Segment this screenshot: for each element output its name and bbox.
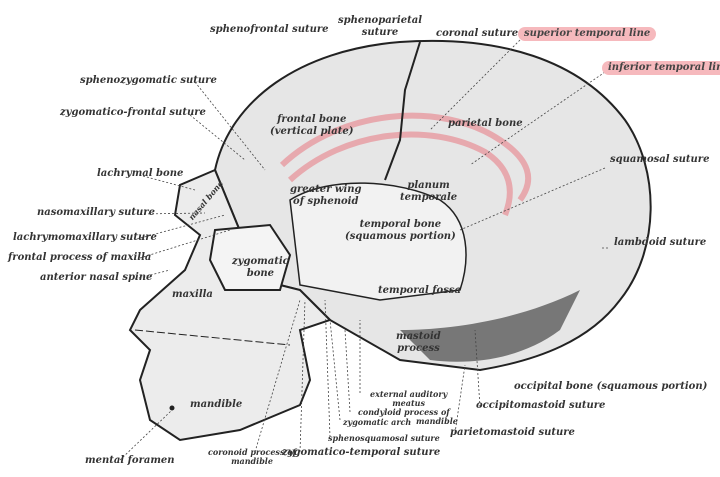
label-squamosal-suture: squamosal suture	[610, 154, 710, 165]
zygomatic-bone	[208, 223, 292, 291]
label-line: suture	[361, 27, 399, 38]
label-anterior-nasal-spine: anterior nasal spine	[40, 272, 153, 283]
label-line: planum	[407, 180, 450, 191]
label-coronal-suture: coronal suture	[436, 28, 519, 39]
temporal-squama	[289, 182, 467, 301]
label-line: bone	[246, 268, 274, 279]
label-line: sphenoparietal	[338, 15, 422, 26]
label-line: coronoid process of	[208, 447, 297, 457]
leader-lines	[119, 39, 608, 461]
coronal-suture	[384, 41, 421, 181]
label-line: of sphenoid	[293, 196, 359, 207]
label-line: condyloid process of	[358, 407, 450, 417]
label-inferior-temporal-line: inferior temporal line	[602, 61, 720, 75]
label-line: frontal bone	[277, 114, 347, 125]
label-line: zygomatic	[232, 256, 289, 267]
label-zygomatico-temporal-suture: zygomatico-temporal suture	[282, 447, 441, 458]
label-line: temporale	[400, 192, 458, 203]
mental-foramen-dot	[169, 405, 175, 411]
label-parietal-bone: parietal bone	[448, 118, 523, 129]
label-occipitomastoid-suture: occipitomastoid suture	[476, 400, 606, 411]
label-zygomatico-frontal-suture: zygomatico-frontal suture	[60, 107, 206, 118]
label-line: mastoid	[396, 331, 441, 342]
label-lambdoid-suture: lambdoid suture	[614, 237, 707, 248]
label-temporal-fossa: temporal fossa	[378, 285, 461, 296]
inferior-temporal-line	[287, 131, 513, 217]
label-occipital-bone: occipital bone (squamous portion)	[514, 381, 708, 392]
label-frontal-process-of-maxilla: frontal process of maxilla	[8, 252, 152, 263]
label-line: (squamous portion)	[345, 231, 456, 242]
superior-temporal-line	[279, 112, 532, 202]
label-lachrymomaxillary-suture: lachrymomaxillary suture	[13, 232, 157, 243]
label-line: mandible	[416, 416, 458, 426]
label-line: (vertical plate)	[270, 126, 354, 137]
label-line: meatus	[392, 398, 425, 408]
label-maxilla: maxilla	[172, 289, 213, 300]
label-line: process	[397, 343, 440, 354]
label-sphenofrontal-suture: sphenofrontal suture	[210, 24, 329, 35]
label-line: greater wing	[290, 184, 362, 195]
label-temporal-bone: temporal bone(squamous portion)	[345, 219, 456, 243]
label-sphenosquamosal-suture: sphenosquamosal suture	[328, 433, 440, 443]
label-sphenozygomatic-suture: sphenozygomatic suture	[80, 75, 217, 86]
label-superior-temporal-line: superior temporal line	[518, 27, 657, 41]
label-line: mandible	[231, 456, 273, 466]
label-lachrymal-bone: lachrymal bone	[97, 168, 184, 179]
teeth	[134, 329, 291, 346]
occipital-dark	[400, 290, 580, 362]
label-line: external auditory	[370, 389, 448, 399]
label-parietomastoid-suture: parietomastoid suture	[450, 427, 575, 438]
label-mental-foramen: mental foramen	[85, 455, 175, 466]
label-zygomatic-arch: zygomatic arch	[343, 417, 412, 427]
label-nasomaxillary-suture: nasomaxillary suture	[37, 207, 155, 218]
label-mandible: mandible	[190, 399, 243, 410]
label-frontal-bone: frontal bone(vertical plate)	[270, 114, 353, 138]
label-line: temporal bone	[359, 219, 442, 230]
